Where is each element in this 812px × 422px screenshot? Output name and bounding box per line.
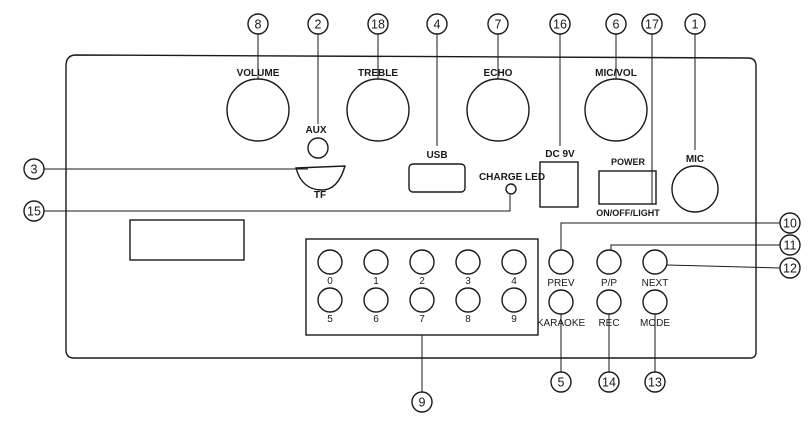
callout-charge-led-number: 15 — [27, 205, 41, 219]
callout-aux-number: 2 — [315, 18, 322, 32]
rec-button[interactable] — [596, 289, 622, 315]
callout-dc-number: 16 — [553, 18, 567, 32]
charge-led — [505, 183, 517, 195]
keypad-button-8[interactable] — [455, 287, 481, 313]
keypad-button-1[interactable] — [363, 249, 389, 275]
display-window — [129, 219, 245, 261]
callout-mic-number: 1 — [692, 18, 699, 32]
mic-vol-knob[interactable] — [584, 78, 648, 142]
mic-label: MIC — [686, 154, 704, 165]
play-pause-button[interactable] — [596, 249, 622, 275]
power-switch[interactable] — [598, 170, 657, 205]
callout-echo-number: 7 — [495, 18, 502, 32]
callout-prev: 10 — [779, 212, 801, 234]
panel-outline — [65, 54, 757, 359]
leader-next — [666, 264, 781, 269]
power-label: POWER — [611, 157, 646, 167]
keypad-label-2: 2 — [419, 276, 425, 287]
callout-power-number: 17 — [645, 18, 659, 32]
keypad-button-0[interactable] — [317, 249, 343, 275]
callout-dc: 16 — [549, 13, 571, 35]
keypad-label-8: 8 — [465, 314, 471, 325]
keypad-label-6: 6 — [373, 314, 379, 325]
karaoke-button[interactable] — [548, 289, 574, 315]
mic-jack[interactable] — [671, 165, 719, 213]
callout-power: 17 — [641, 13, 663, 35]
keypad-label-0: 0 — [327, 276, 333, 287]
keypad-label-1: 1 — [373, 276, 379, 287]
keypad-label-5: 5 — [327, 314, 333, 325]
callout-tf: 3 — [23, 158, 45, 180]
callout-mic-vol-number: 6 — [613, 18, 620, 32]
keypad-label-4: 4 — [511, 276, 517, 287]
leader-charge-led — [44, 195, 511, 212]
keypad-button-3[interactable] — [455, 249, 481, 275]
keypad-button-9[interactable] — [501, 287, 527, 313]
callout-pp-number: 11 — [784, 239, 797, 253]
callout-charge-led: 15 — [23, 200, 45, 222]
leader-lines — [44, 34, 781, 392]
callout-treble: 18 — [367, 13, 389, 35]
tf-card-slot[interactable] — [295, 165, 346, 191]
keypad-button-5[interactable] — [317, 287, 343, 313]
callout-tf-number: 3 — [31, 163, 38, 177]
treble-knob[interactable] — [346, 78, 410, 142]
tf-label: TF — [314, 190, 326, 201]
next-button[interactable] — [642, 249, 668, 275]
on-off-light-label: ON/OFF/LIGHT — [596, 208, 660, 218]
pp-label: P/P — [601, 278, 617, 289]
callout-pp: 11 — [779, 234, 801, 256]
callout-usb-number: 4 — [434, 18, 441, 32]
keypad-label-3: 3 — [465, 276, 471, 287]
callout-prev-number: 10 — [783, 217, 797, 231]
callout-mode-number: 13 — [648, 376, 662, 390]
callout-volume-number: 8 — [255, 18, 262, 32]
usb-label: USB — [426, 150, 447, 161]
charge-led-label: CHARGE LED — [479, 172, 545, 183]
keypad-label-7: 7 — [419, 314, 425, 325]
callout-rec: 14 — [598, 371, 620, 393]
callout-karaoke-number: 5 — [558, 376, 565, 390]
callout-keypad: 9 — [411, 391, 433, 413]
aux-label: AUX — [305, 125, 326, 136]
dc-9v-jack[interactable] — [539, 161, 579, 208]
dc-label: DC 9V — [545, 149, 575, 160]
keypad-button-7[interactable] — [409, 287, 435, 313]
mode-button[interactable] — [642, 289, 668, 315]
callout-mic-vol: 6 — [605, 13, 627, 35]
keypad-button-4[interactable] — [501, 249, 527, 275]
callout-karaoke: 5 — [550, 371, 572, 393]
callout-volume: 8 — [247, 13, 269, 35]
leader-prev — [560, 222, 780, 250]
prev-button[interactable] — [548, 249, 574, 275]
keypad-label-9: 9 — [511, 314, 517, 325]
echo-knob[interactable] — [466, 78, 530, 142]
next-label: NEXT — [642, 278, 669, 289]
callout-mode: 13 — [644, 371, 666, 393]
callout-mic: 1 — [684, 13, 706, 35]
callout-keypad-number: 9 — [419, 396, 426, 410]
keypad: 0 1 2 3 4 5 6 7 8 9 — [317, 249, 527, 325]
usb-port[interactable] — [408, 163, 466, 193]
callout-echo: 7 — [487, 13, 509, 35]
callout-next: 12 — [779, 257, 801, 279]
prev-label: PREV — [547, 278, 575, 289]
volume-knob[interactable] — [226, 78, 290, 142]
callout-rec-number: 14 — [602, 376, 616, 390]
aux-jack[interactable] — [307, 137, 329, 159]
callout-aux: 2 — [307, 13, 329, 35]
keypad-button-6[interactable] — [363, 287, 389, 313]
callout-usb: 4 — [426, 13, 448, 35]
callout-next-number: 12 — [783, 262, 797, 276]
callout-treble-number: 18 — [371, 18, 385, 32]
leader-pp — [610, 244, 780, 250]
keypad-button-2[interactable] — [409, 249, 435, 275]
